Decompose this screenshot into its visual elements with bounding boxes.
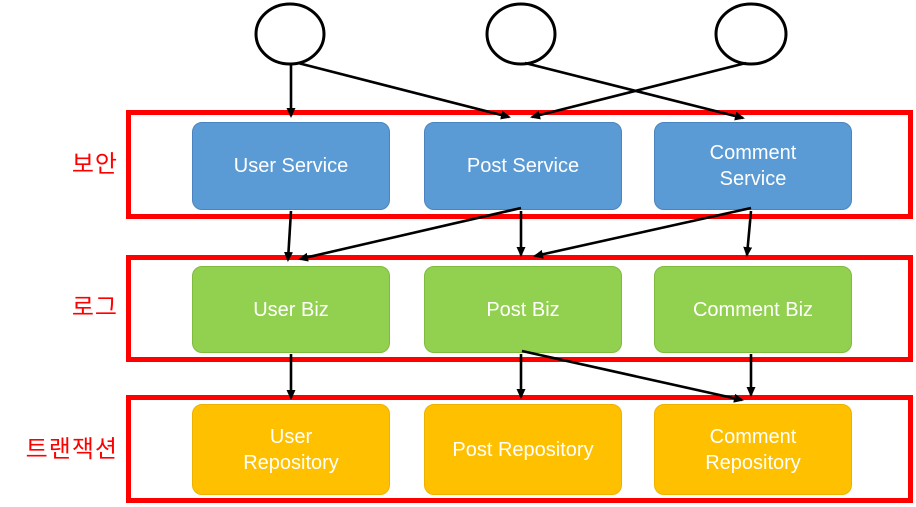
post-repository-box: Post Repository — [424, 404, 622, 495]
post-biz-box: Post Biz — [424, 266, 622, 353]
arrow-actor1-post-service — [297, 61, 511, 120]
post-biz-label: Post Biz — [486, 298, 560, 321]
arrow-actor3-post-service — [530, 61, 747, 120]
security-layer-label: 보안 — [71, 151, 118, 178]
comment-biz-box: Comment Biz — [654, 266, 852, 353]
post-service-label: Post Service — [466, 155, 580, 177]
log-layer-label: 로그 — [71, 294, 118, 321]
actor-1-icon — [254, 2, 326, 66]
comment-repository-box: Comment Repository — [654, 404, 852, 495]
user-service-box: User Service — [192, 122, 390, 210]
user-repository-box: User Repository — [192, 404, 390, 495]
actor-3-icon — [714, 2, 788, 66]
comment-biz-label: Comment Biz — [692, 298, 814, 321]
post-repository-label: Post Repository — [452, 438, 594, 461]
post-service-box: Post Service — [424, 122, 622, 210]
user-repository-label: User Repository — [243, 425, 339, 474]
actor-2-icon — [485, 2, 557, 66]
comment-repository-label: Comment Repository — [705, 425, 801, 474]
transaction-layer-label: 트랜잭션 — [25, 436, 118, 463]
user-service-label: User Service — [233, 155, 349, 177]
user-biz-label: User Biz — [253, 298, 329, 321]
user-biz-box: User Biz — [192, 266, 390, 353]
comment-service-box: Comment Service — [654, 122, 852, 210]
comment-service-label: Comment Service — [709, 142, 797, 190]
